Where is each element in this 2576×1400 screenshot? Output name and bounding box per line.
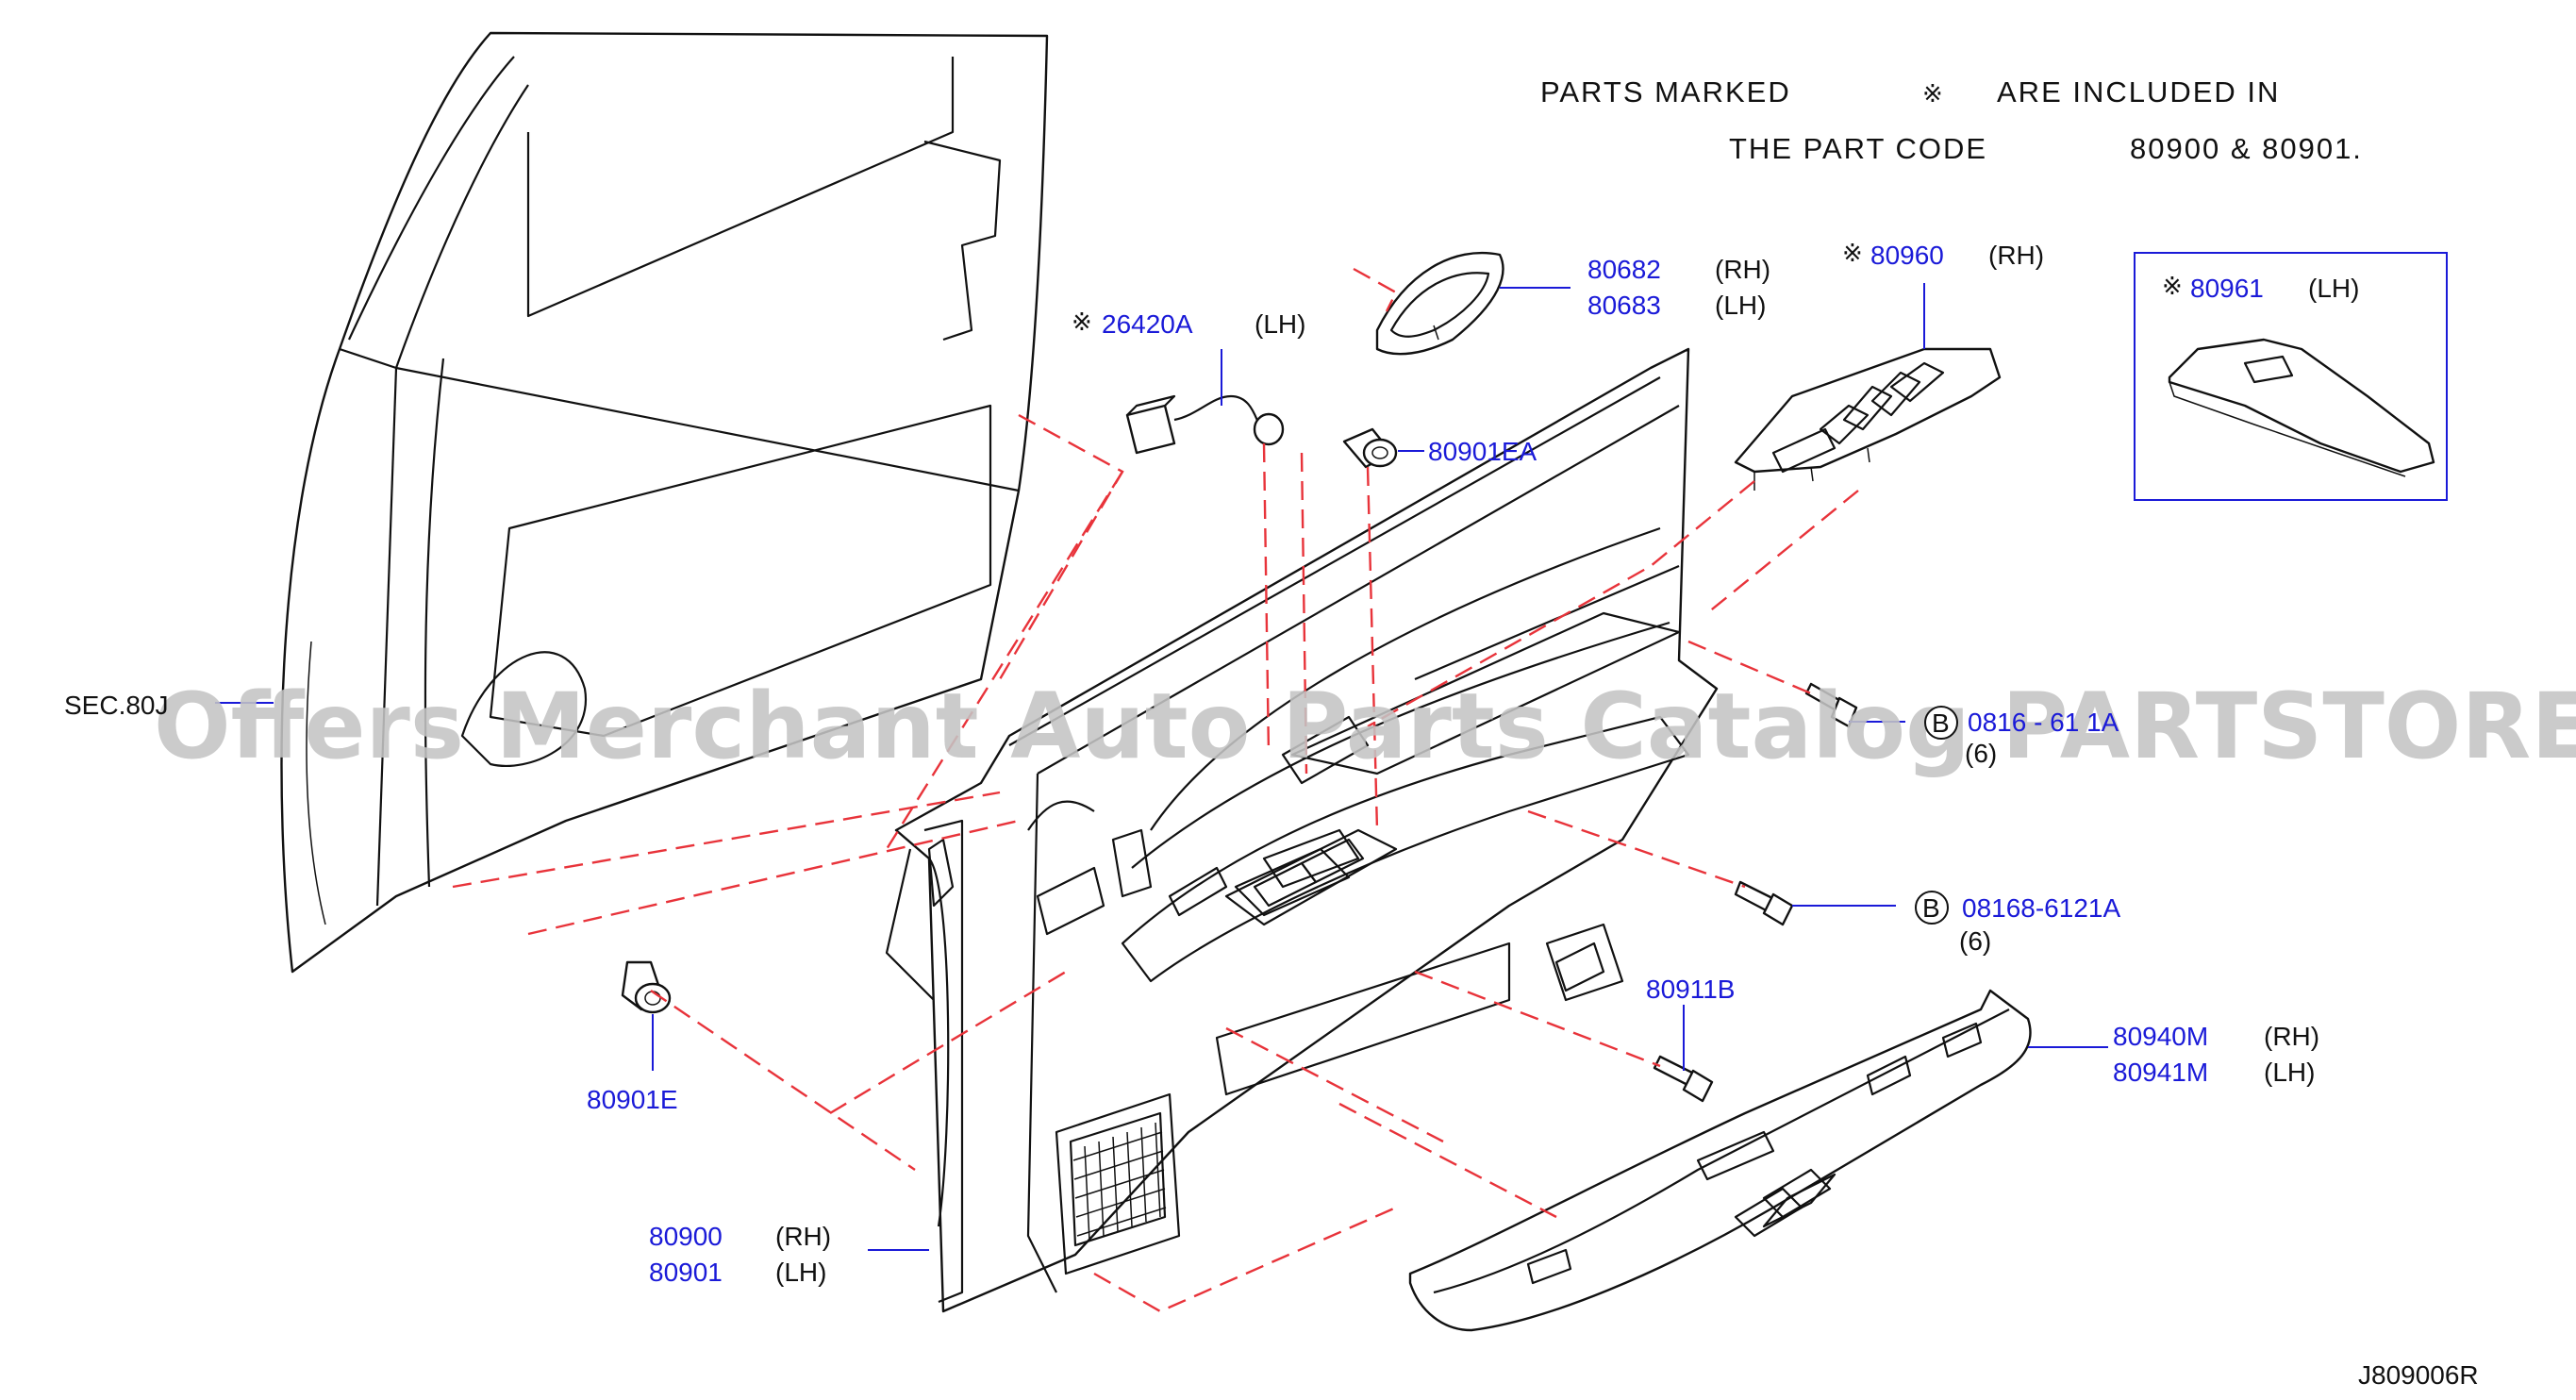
part-number-08168-upper[interactable]: 0816 - 61 1A: [1968, 708, 2119, 737]
side-80960: (RH): [1988, 241, 2044, 270]
included-mark-80960: ※: [1842, 240, 1863, 268]
b-badge-lower-label: B: [1922, 893, 1940, 923]
watermark: Offers Merchant Auto Parts Catalog PARTS…: [154, 674, 2576, 779]
part-number-80960[interactable]: 80960: [1870, 241, 1944, 270]
note-line2-b: 80900 & 80901.: [2130, 132, 2363, 165]
side-80900: (RH): [775, 1222, 831, 1251]
part-80961-switch-finisher: [2168, 338, 2435, 477]
side-80683: (LH): [1715, 291, 1766, 320]
part-number-26420A[interactable]: 26420A: [1102, 309, 1193, 339]
part-number-80961[interactable]: 80961: [2190, 274, 2264, 303]
part-80682-escutcheon: [1375, 251, 1504, 356]
part-number-80900[interactable]: 80900: [649, 1222, 723, 1251]
side-80961: (LH): [2308, 274, 2359, 303]
inset-box-80961: [2134, 252, 2448, 501]
section-reference[interactable]: SEC.80Ј: [64, 691, 169, 720]
callout-80960[interactable]: ※ 80960 (RH): [1842, 240, 2044, 270]
callout-80901[interactable]: 80901 (LH): [649, 1258, 826, 1287]
leader-lines: [215, 283, 2108, 1251]
clip-80901E: [621, 960, 672, 1014]
qty-08168-upper: (6): [1965, 739, 1997, 768]
part-80901EA-clip: [1342, 427, 1398, 469]
callout-26420A[interactable]: ※ 26420A (LH): [1072, 308, 1305, 339]
qty-08168-lower: (6): [1959, 926, 1991, 956]
callout-80901E[interactable]: 80901E: [587, 1085, 678, 1114]
part-number-08168-lower[interactable]: 08168-6121A: [1962, 893, 2120, 923]
note-line1-a: PARTS MARKED: [1540, 75, 1791, 108]
assembly-dashed-lines: [452, 267, 1859, 1313]
callout-80901EA[interactable]: 80901EA: [1428, 437, 1537, 466]
speaker-grille: [1069, 1111, 1167, 1247]
part-number-80901[interactable]: 80901: [649, 1258, 723, 1287]
callout-80682[interactable]: 80682 (RH): [1587, 255, 1770, 284]
screw-80911B: [1653, 1055, 1714, 1103]
callout-80911B[interactable]: 80911B: [1646, 975, 1735, 1004]
callout-08168-upper[interactable]: B 0816 - 61 1A (6): [1924, 706, 2119, 768]
included-mark-80961: ※: [2162, 273, 2183, 301]
door-trim-panel: [885, 347, 1719, 1313]
part-number-80940M[interactable]: 80940M: [2113, 1022, 2208, 1051]
part-number-80682[interactable]: 80682: [1587, 255, 1661, 284]
b-badge-lower: [1915, 891, 1949, 925]
part-number-80911B[interactable]: 80911B: [1646, 975, 1735, 1004]
b-badge-upper: [1924, 706, 1958, 740]
side-26420A: (LH): [1255, 309, 1305, 339]
callout-80900[interactable]: 80900 (RH): [649, 1222, 831, 1251]
part-number-80941M[interactable]: 80941M: [2113, 1058, 2208, 1087]
door-shell: [280, 31, 1049, 974]
screw-08168-upper: [1804, 682, 1858, 728]
callout-80940M[interactable]: 80940M (RH): [2113, 1022, 2319, 1051]
part-80940M-armrest: [1408, 989, 2032, 1332]
callout-80683[interactable]: 80683 (LH): [1587, 291, 1766, 320]
diagram-code: J809006R: [2358, 1360, 2479, 1390]
callout-08168-lower[interactable]: B 08168-6121A (6): [1915, 891, 2120, 956]
part-80960-switch-finisher: [1734, 347, 2002, 491]
screw-08168-lower: [1734, 880, 1794, 926]
callout-80961[interactable]: ※ 80961 (LH): [2162, 273, 2359, 303]
b-badge-upper-label: B: [1932, 708, 1950, 738]
note-line1-b: ARE INCLUDED IN: [1997, 75, 2280, 108]
side-80941M: (LH): [2264, 1058, 2315, 1087]
part-number-80901EA[interactable]: 80901EA: [1428, 437, 1537, 466]
callout-80941M[interactable]: 80941M (LH): [2113, 1058, 2315, 1087]
side-80682: (RH): [1715, 255, 1770, 284]
note-line2-a: THE PART CODE: [1729, 132, 1987, 165]
part-number-80683[interactable]: 80683: [1587, 291, 1661, 320]
header-note: PARTS MARKED ※ ARE INCLUDED IN THE PART …: [1540, 75, 2363, 165]
part-26420A-lamp: [1125, 394, 1285, 455]
side-80901: (LH): [775, 1258, 826, 1287]
part-number-80901E[interactable]: 80901E: [587, 1085, 678, 1114]
included-mark-26420A: ※: [1072, 308, 1092, 337]
side-80940M: (RH): [2264, 1022, 2319, 1051]
note-line1-mark: ※: [1922, 80, 1943, 108]
